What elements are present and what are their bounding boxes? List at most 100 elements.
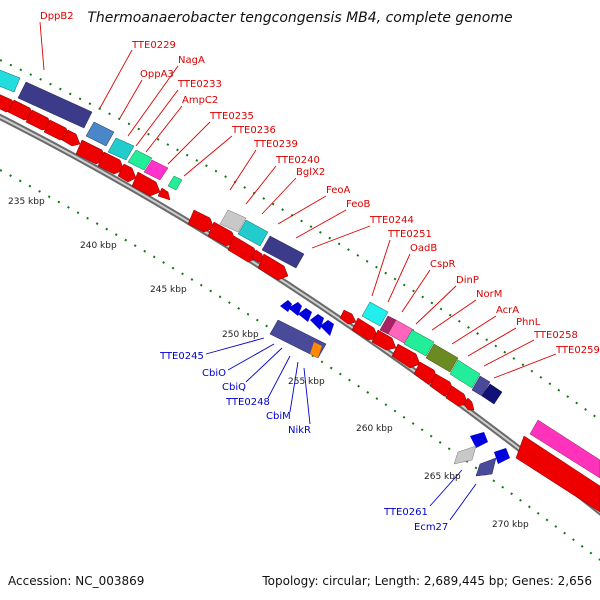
gene-label-nikr[interactable]: NikR	[288, 425, 311, 436]
reverse-block	[475, 457, 497, 477]
reverse-features	[269, 300, 510, 477]
feature-block	[261, 235, 305, 269]
gene-label-tte0235[interactable]: TTE0235	[209, 111, 254, 122]
gene-label-phnl[interactable]: PhnL	[516, 317, 541, 328]
feature-block	[127, 149, 153, 171]
leader-line	[449, 483, 477, 521]
gene-label-tte0259[interactable]: TTE0259	[555, 345, 600, 356]
gene-label-ecm27[interactable]: Ecm27	[414, 522, 448, 533]
gene-label-acra[interactable]: AcrA	[496, 305, 519, 316]
leader-line	[467, 327, 517, 357]
gene-label-feoa[interactable]: FeoA	[326, 185, 350, 196]
forward-arrow	[257, 253, 289, 281]
gene-label-tte0236[interactable]: TTE0236	[231, 125, 276, 136]
gene-label-tte0261[interactable]: TTE0261	[383, 507, 428, 518]
forward-arrow	[339, 309, 357, 325]
leader-line	[295, 209, 347, 239]
gene-label-dinp[interactable]: DinP	[456, 275, 479, 286]
leader-line	[229, 149, 257, 191]
reverse-gene-labels: TTE0245 CbiO CbiQ TTE0248 CbiM NikR TTE0…	[159, 351, 448, 533]
forward-gene-labels: DppB2 TTE0229 OppA3 NagA TTE0233 AmpC2 T…	[40, 11, 600, 356]
leader-line	[277, 195, 327, 225]
forward-arrow	[463, 397, 475, 411]
forward-arrows	[0, 94, 600, 513]
gene-label-cbim[interactable]: CbiM	[266, 411, 291, 422]
leader-line	[401, 269, 431, 313]
map-title: Thermoanaerobacter tengcongensis MB4, co…	[87, 10, 513, 26]
kbp-label: 255 kbp	[288, 377, 325, 387]
feature-block	[449, 359, 481, 389]
forward-arrow	[391, 343, 421, 369]
gene-label-tte0248[interactable]: TTE0248	[225, 397, 270, 408]
reverse-arrow	[494, 448, 510, 464]
kbp-labels: 235 kbp 240 kbp 245 kbp 250 kbp 255 kbp …	[8, 197, 529, 530]
reverse-arrow	[280, 300, 292, 312]
gene-label-tte0229[interactable]: TTE0229	[131, 40, 176, 51]
forward-arrow	[187, 209, 215, 233]
gene-label-tte0258[interactable]: TTE0258	[533, 330, 578, 341]
gene-label-naga[interactable]: NagA	[178, 55, 205, 66]
leader-line	[289, 361, 299, 413]
feature-block	[529, 419, 600, 479]
leader-line	[39, 21, 45, 71]
gene-label-cbio[interactable]: CbiO	[202, 368, 226, 379]
leader-line	[415, 285, 457, 325]
gene-label-feob[interactable]: FeoB	[346, 199, 370, 210]
leader-line	[387, 253, 411, 303]
kbp-label: 260 kbp	[356, 424, 393, 434]
leader-line	[483, 339, 535, 367]
accession-text: Accession: NC_003869	[8, 574, 145, 588]
gene-label-ampc2[interactable]: AmpC2	[182, 95, 218, 106]
leader-line	[127, 65, 179, 137]
leader-line	[431, 299, 477, 331]
leader-line	[429, 469, 463, 507]
leader-line	[245, 347, 283, 383]
leader-line	[205, 337, 265, 355]
forward-arrow	[157, 187, 171, 201]
genome-summary-text: Topology: circular; Length: 2,689,445 bp…	[262, 574, 592, 588]
gene-label-oppa3[interactable]: OppA3	[140, 69, 174, 80]
gene-label-tte0233[interactable]: TTE0233	[177, 79, 222, 90]
leader-line	[245, 165, 277, 205]
feature-block	[167, 175, 183, 191]
forward-arrow	[371, 329, 397, 351]
leader-line	[145, 105, 183, 153]
reverse-arrow	[470, 432, 488, 448]
leader-line	[261, 177, 297, 215]
kbp-label: 270 kbp	[492, 520, 529, 530]
gene-label-oadb[interactable]: OadB	[410, 243, 437, 254]
gene-label-norm[interactable]: NorM	[476, 289, 502, 300]
feature-block	[219, 209, 247, 233]
forward-arrow	[117, 163, 137, 183]
gene-label-tte0240[interactable]: TTE0240	[275, 155, 320, 166]
leader-line	[135, 89, 179, 147]
leader-line	[371, 239, 391, 297]
gene-label-bglx2[interactable]: BglX2	[296, 167, 325, 178]
gene-label-tte0245[interactable]: TTE0245	[159, 351, 204, 362]
feature-block	[143, 159, 169, 181]
reverse-arrow	[288, 302, 302, 316]
kbp-label: 240 kbp	[80, 241, 117, 251]
feature-block	[0, 69, 21, 93]
gene-label-dppb2[interactable]: DppB2	[40, 11, 74, 22]
gene-label-cspr[interactable]: CspR	[430, 259, 456, 270]
gene-label-tte0251[interactable]: TTE0251	[387, 229, 432, 240]
feature-block	[107, 137, 135, 161]
leader-line	[311, 225, 371, 249]
kbp-label: 235 kbp	[8, 197, 45, 207]
gene-label-tte0244[interactable]: TTE0244	[369, 215, 414, 226]
feature-block	[361, 301, 389, 327]
forward-arrow	[97, 151, 125, 175]
leader-line	[183, 135, 233, 177]
gene-label-cbiq[interactable]: CbiQ	[222, 382, 246, 393]
forward-arrow	[445, 385, 469, 407]
kbp-label: 250 kbp	[222, 330, 259, 340]
leader-line	[493, 353, 557, 379]
gene-label-tte0239[interactable]: TTE0239	[253, 139, 298, 150]
forward-arrow	[227, 235, 259, 263]
leader-line	[99, 49, 133, 109]
inner-tick-ring	[0, 169, 600, 561]
feature-block	[85, 121, 115, 147]
